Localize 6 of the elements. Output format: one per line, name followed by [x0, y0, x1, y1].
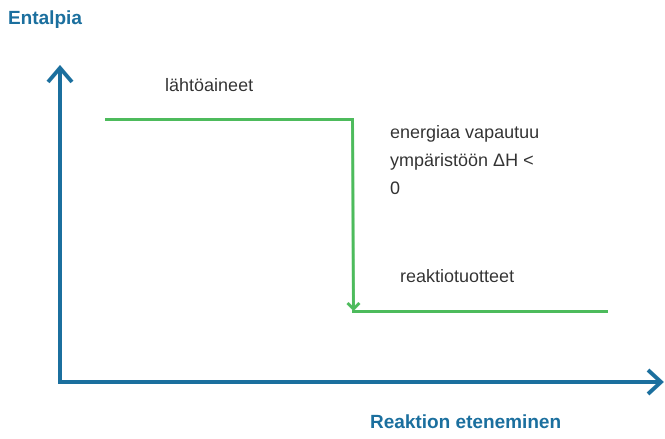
- axis-title: Reaktion eteneminen: [370, 412, 562, 434]
- arrow: [346, 120, 361, 310]
- level-label: reaktiotuotteet: [400, 266, 514, 287]
- axis-title: Entalpia: [8, 8, 82, 30]
- energy-level: [105, 75, 354, 121]
- level-label: lähtöaineet: [165, 75, 254, 96]
